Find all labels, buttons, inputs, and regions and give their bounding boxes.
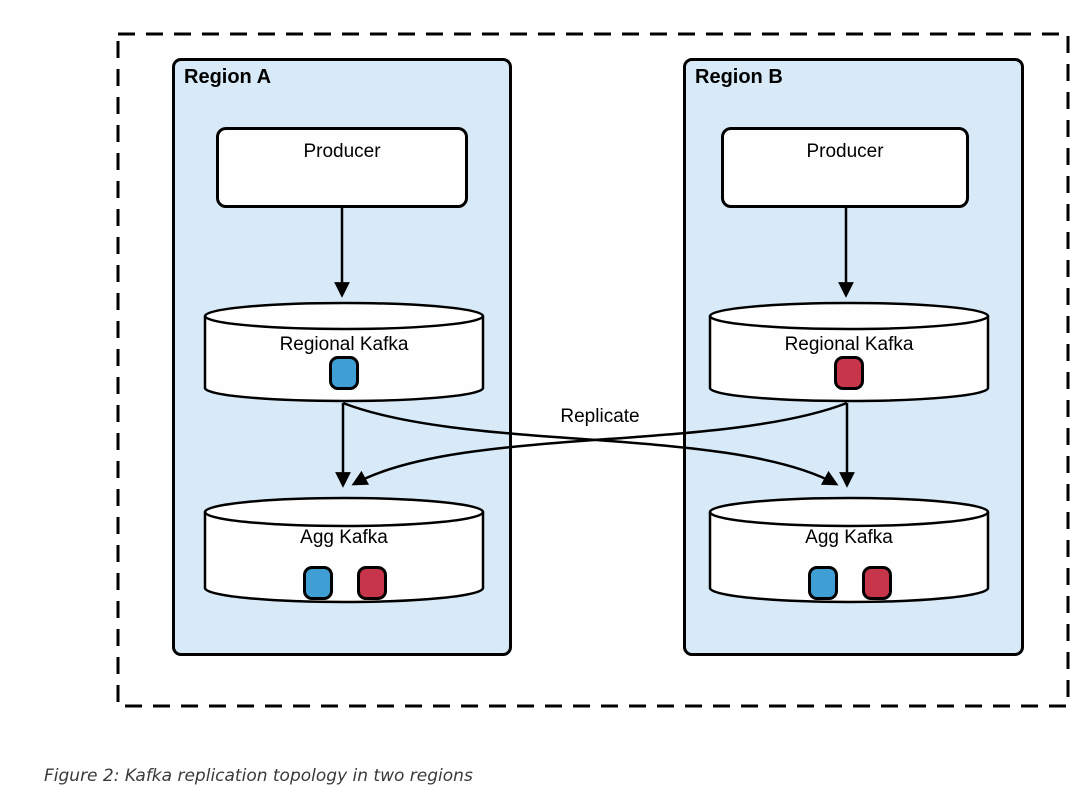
- regional-kafka-label-region-b: Regional Kafka: [784, 334, 914, 355]
- region-a-title: Region A: [184, 66, 272, 88]
- blue-topic-token-icon: [808, 566, 838, 600]
- producer-node-region-a: Producer: [216, 127, 468, 208]
- red-topic-token-icon: [834, 356, 864, 390]
- agg-kafka-cylinder-region-a: [203, 496, 485, 604]
- producer-node-region-b: Producer: [721, 127, 969, 208]
- agg-kafka-label-region-a: Agg Kafka: [300, 527, 388, 548]
- region-b-title: Region B: [695, 66, 783, 88]
- blue-topic-token-icon: [329, 356, 359, 390]
- replicate-edge-label: Replicate: [560, 406, 640, 427]
- red-topic-token-icon: [357, 566, 387, 600]
- regional-kafka-label-region-a: Regional Kafka: [279, 334, 409, 355]
- agg-kafka-cylinder-region-b: [708, 496, 990, 604]
- regional-kafka-cylinder-region-b: [708, 301, 990, 403]
- blue-topic-token-icon: [303, 566, 333, 600]
- figure-caption: Figure 2: Kafka replication topology in …: [44, 766, 473, 786]
- producer-label: Producer: [806, 141, 884, 162]
- red-topic-token-icon: [862, 566, 892, 600]
- agg-kafka-label-region-b: Agg Kafka: [805, 527, 893, 548]
- producer-label: Producer: [303, 141, 381, 162]
- arrow-replicate-b-to-a: [354, 401, 848, 484]
- regional-kafka-cylinder-region-a: [203, 301, 485, 403]
